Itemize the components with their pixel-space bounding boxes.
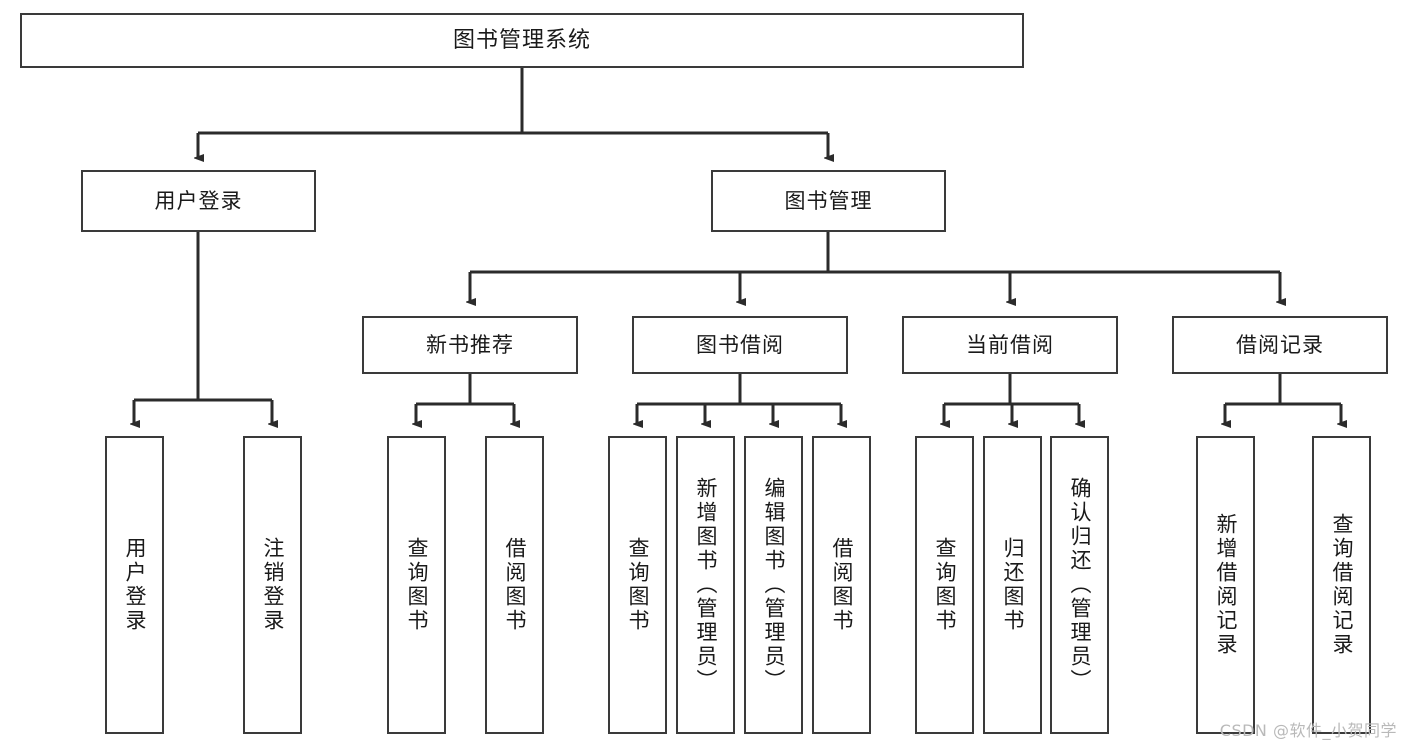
leaf-node[interactable]: 查询图书 <box>608 436 667 734</box>
node-current-borrow-label: 当前借阅 <box>966 332 1054 357</box>
leaf-node[interactable]: 确认归还（管理员） <box>1050 436 1109 734</box>
node-book-borrow[interactable]: 图书借阅 <box>632 316 848 374</box>
leaf-node[interactable]: 新增借阅记录 <box>1196 436 1255 734</box>
leaf-label: 归还图书 <box>1001 537 1025 633</box>
leaf-node[interactable]: 查询借阅记录 <box>1312 436 1371 734</box>
leaf-label: 确认归还（管理员） <box>1068 477 1092 693</box>
leaf-node[interactable]: 查询图书 <box>387 436 446 734</box>
node-user-login-label: 用户登录 <box>154 188 243 213</box>
node-root-label: 图书管理系统 <box>452 27 591 53</box>
leaf-node[interactable]: 编辑图书（管理员） <box>744 436 803 734</box>
leaf-label: 新增借阅记录 <box>1214 513 1238 657</box>
leaf-label: 编辑图书（管理员） <box>762 477 786 693</box>
leaf-label: 注销登录 <box>261 537 285 633</box>
leaf-node[interactable]: 查询图书 <box>915 436 974 734</box>
leaf-label: 查询图书 <box>626 537 650 633</box>
leaf-label: 用户登录 <box>123 537 147 633</box>
node-borrow-record[interactable]: 借阅记录 <box>1172 316 1388 374</box>
leaf-label: 新增图书（管理员） <box>694 477 718 693</box>
leaf-node[interactable]: 借阅图书 <box>812 436 871 734</box>
leaf-node[interactable]: 归还图书 <box>983 436 1042 734</box>
leaf-label: 查询图书 <box>405 537 429 633</box>
node-new-book-recommend[interactable]: 新书推荐 <box>362 316 578 374</box>
leaf-label: 查询图书 <box>933 537 957 633</box>
leaf-node[interactable]: 注销登录 <box>243 436 302 734</box>
node-book-management[interactable]: 图书管理 <box>711 170 946 232</box>
leaf-label: 借阅图书 <box>830 537 854 633</box>
leaf-node[interactable]: 用户登录 <box>105 436 164 734</box>
leaf-node[interactable]: 借阅图书 <box>485 436 544 734</box>
leaf-node[interactable]: 新增图书（管理员） <box>676 436 735 734</box>
node-borrow-record-label: 借阅记录 <box>1236 332 1324 357</box>
node-root[interactable]: 图书管理系统 <box>20 13 1024 68</box>
leaf-label: 借阅图书 <box>503 537 527 633</box>
leaf-label: 查询借阅记录 <box>1330 513 1354 657</box>
node-new-book-recommend-label: 新书推荐 <box>426 332 514 357</box>
node-book-management-label: 图书管理 <box>784 188 873 213</box>
node-current-borrow[interactable]: 当前借阅 <box>902 316 1118 374</box>
node-book-borrow-label: 图书借阅 <box>696 332 784 357</box>
node-user-login[interactable]: 用户登录 <box>81 170 316 232</box>
